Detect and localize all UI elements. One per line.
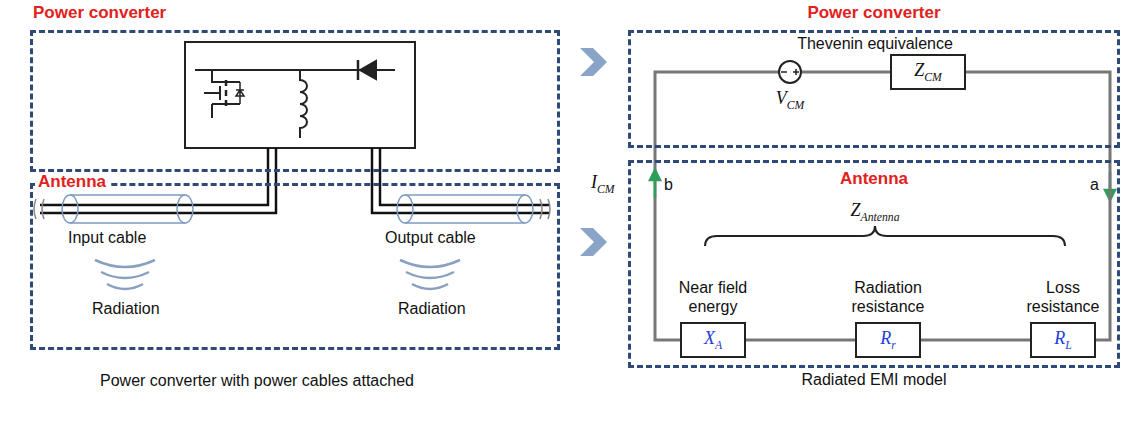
cable-shield: [177, 195, 193, 223]
voltage-label: VCM: [776, 88, 805, 112]
node-heading: Radiation resistance: [838, 279, 938, 316]
circuit-wire: [921, 338, 1030, 341]
text-part: A: [715, 339, 722, 352]
text-part: Z: [914, 60, 924, 80]
power-cable: [372, 148, 550, 213]
diode-symbol: [360, 61, 376, 79]
text-part: CM: [787, 99, 805, 112]
component-symbol: Rr: [880, 328, 896, 352]
mosfet-symbol: [225, 80, 228, 106]
converter-region: Power converter: [30, 30, 560, 172]
node-heading: Near field energy: [663, 279, 763, 316]
text-part: I: [591, 172, 597, 192]
voltage-source-symbol: [779, 61, 801, 83]
text-part: R: [880, 328, 891, 348]
cable-shield: [34, 199, 550, 219]
text-part: X: [704, 328, 715, 348]
current-label: ICM: [588, 172, 618, 196]
resistor-box: Radiation resistanceRr: [855, 322, 921, 358]
circuit-wire: [655, 72, 779, 340]
resistor-box: Loss resistanceRL: [1030, 322, 1096, 358]
circuit-wire: [746, 338, 855, 341]
mosfet-symbol: [204, 70, 244, 118]
text-part: Z: [851, 200, 861, 220]
text-part: V: [776, 88, 787, 108]
circuit-wire: [801, 71, 890, 74]
radiation-label: Radiation: [92, 300, 160, 318]
voltage-source-symbol: [781, 69, 799, 75]
text-part: CM: [597, 183, 615, 196]
node-heading: Antenna: [840, 169, 908, 189]
impedance-brace: [705, 226, 1065, 246]
converter-schematic: [185, 42, 415, 148]
component-symbol: RL: [1054, 328, 1072, 352]
mosfet-symbol: [204, 70, 226, 118]
component-symbol: XA: [704, 328, 722, 352]
radiation-waves: [95, 260, 155, 289]
text-part: CM: [924, 71, 942, 84]
impedance-brace: [705, 226, 1065, 246]
node-heading: Loss resistance: [1013, 279, 1113, 316]
text-part: Antenna: [861, 211, 900, 224]
diode-symbol: [358, 60, 376, 80]
power-cable: [40, 148, 550, 213]
reactance-box: Near field energyXA: [680, 322, 746, 358]
flow-chevron: [580, 48, 607, 76]
radiation-label: Radiation: [398, 300, 466, 318]
diode-symbol: [357, 60, 360, 80]
terminal-label: b: [664, 176, 673, 194]
radiation-waves: [95, 260, 460, 289]
inductor-symbol: [300, 70, 307, 138]
cable-shield: [62, 195, 78, 223]
terminal-label: a: [1090, 176, 1099, 194]
voltage-source-symbol: [779, 61, 801, 83]
component-symbol: ZCM: [914, 60, 942, 84]
cable-shield: [397, 195, 413, 223]
cable-label: Input cable: [68, 229, 146, 247]
radiation-waves: [400, 260, 460, 289]
circuit-title: Thevenin equivalence: [797, 35, 953, 53]
mosfet-symbol: [236, 82, 244, 104]
cable-shield: [34, 195, 550, 223]
antenna-region: Antenna: [30, 183, 560, 350]
node-heading: Power converter: [807, 3, 940, 23]
power-cable: [380, 148, 550, 205]
cable-shield: [517, 195, 533, 223]
node-heading: Power converter: [33, 3, 166, 23]
figure-caption: Power converter with power cables attach…: [100, 372, 414, 390]
current-arrow: [650, 170, 1115, 200]
inductor-symbol: [300, 70, 307, 138]
impedance-box: ZCM: [890, 54, 966, 90]
cable-label: Output cable: [385, 229, 476, 247]
current-arrow: [650, 170, 660, 180]
node-heading: Radiated EMI model: [802, 371, 947, 389]
text-part: L: [1065, 339, 1072, 352]
cable-shield: [70, 195, 185, 223]
antenna-region: Near field energyXARadiation resistanceR…: [628, 160, 1120, 368]
flow-chevron: [580, 228, 607, 256]
text-part: R: [1054, 328, 1065, 348]
mosfet-symbol: [226, 82, 240, 104]
converter-box: [185, 42, 415, 148]
node-heading: Antenna: [35, 172, 109, 192]
flow-chevron: [580, 48, 607, 256]
impedance-label: ZAntenna: [851, 200, 900, 224]
text-part: r: [891, 339, 896, 352]
cable-shield: [405, 195, 525, 223]
